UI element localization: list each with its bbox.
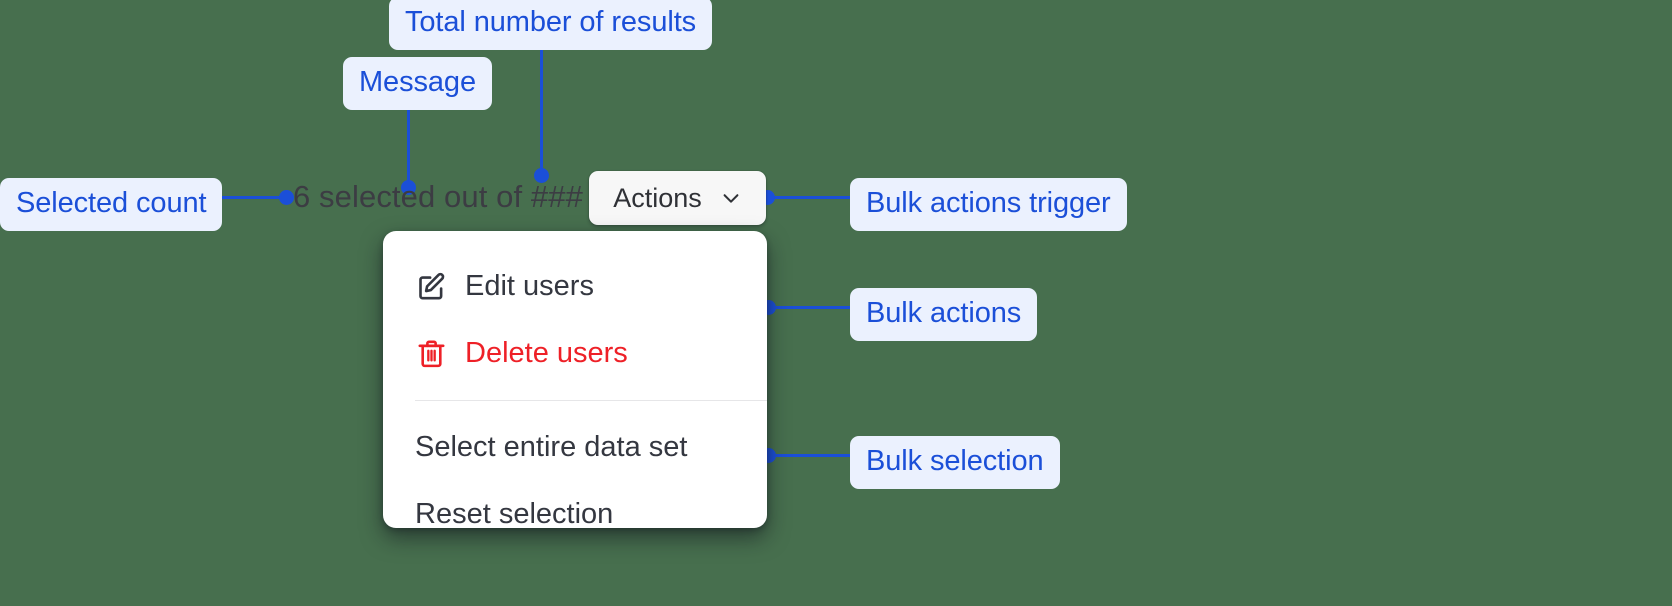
menu-item-select-entire-data-set[interactable]: Select entire data set	[383, 414, 767, 481]
menu-item-label: Select entire data set	[415, 431, 688, 463]
callout-bulk-selection: Bulk selection	[850, 436, 1060, 489]
connector-selected-count	[200, 196, 290, 199]
connector-dot-selected-count	[279, 190, 294, 205]
callout-selected-count: Selected count	[0, 178, 223, 231]
connector-bulk-actions	[767, 306, 857, 309]
callout-message: Message	[343, 57, 492, 110]
bulk-actions-trigger-button[interactable]: Actions	[589, 171, 766, 225]
menu-item-reset-selection[interactable]: Reset selection	[383, 481, 767, 528]
pencil-square-icon	[419, 272, 445, 300]
menu-item-label: Edit users	[465, 270, 594, 302]
connector-message	[407, 94, 410, 186]
chevron-down-icon	[723, 194, 739, 203]
trash-icon	[418, 340, 445, 368]
bulk-actions-dropdown-menu: Edit users Delete users Select entire da…	[383, 231, 767, 528]
connector-dot-total-results	[534, 168, 549, 183]
connector-bulk-actions-trigger	[766, 196, 856, 199]
callout-bulk-actions: Bulk actions	[850, 288, 1038, 341]
callout-total-number-of-results: Total number of results	[389, 0, 713, 50]
selected-count-text: 6 selected out of ###	[293, 179, 583, 214]
menu-item-label: Reset selection	[415, 498, 614, 528]
connector-bulk-selection	[767, 454, 857, 457]
connector-total-results	[540, 40, 543, 180]
menu-item-delete-users[interactable]: Delete users	[383, 320, 767, 387]
actions-button-label: Actions	[613, 182, 702, 213]
menu-item-edit-users[interactable]: Edit users	[383, 253, 767, 320]
callout-bulk-actions-trigger: Bulk actions trigger	[850, 178, 1127, 231]
menu-item-label: Delete users	[465, 337, 628, 369]
connector-dot-message	[401, 180, 416, 195]
menu-divider	[415, 400, 767, 401]
